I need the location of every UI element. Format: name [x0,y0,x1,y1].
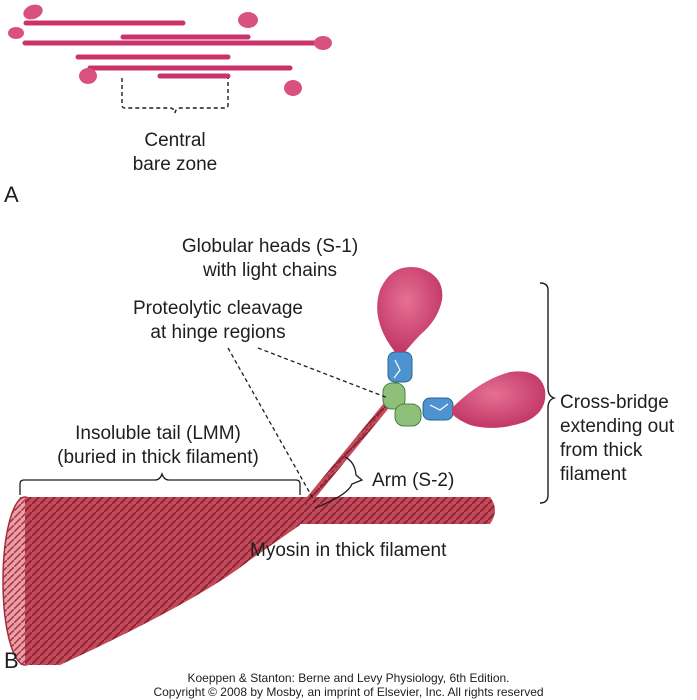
credit-line1: Koeppen & Stanton: Berne and Levy Physio… [187,671,510,685]
proteolytic-line1: Proteolytic cleavage [132,298,304,319]
panel-b-letter: B [4,648,19,673]
thick-filament [2,496,495,666]
panel-a-molecules [22,20,321,79]
proteolytic-label: Proteolytic cleavage at hinge regions [98,297,338,345]
cross-bridge-line3: from thick [560,440,643,461]
bare-zone-label: Central bare zone [115,129,235,177]
cross-bridge-label: Cross-bridge extending out from thick fi… [560,391,674,487]
arm-bracket [314,456,364,509]
bare-zone-bracket [121,78,229,114]
tail-line1: Insoluble tail (LMM) [75,423,241,444]
credit-line2: Copyright © 2008 by Mosby, an imprint of… [153,685,544,699]
panel-a-letter: A [4,182,19,207]
cross-bridge-line1: Cross-bridge [560,392,669,413]
proteolytic-line2: at hinge regions [150,322,286,343]
cleavage-lines [227,347,389,503]
globular-heads-label: Globular heads (S-1) with light chains [150,235,390,283]
tail-line2: (buried in thick filament) [57,447,259,468]
cross-bridge-line2: extending out [560,416,675,437]
panel-a-heads [8,4,332,96]
cross-bridge-bracket [539,282,557,504]
tail-label: Insoluble tail (LMM) (buried in thick fi… [18,422,298,470]
myosin-label: Myosin in thick filament [250,540,447,561]
arm-label: Arm (S-2) [372,470,455,491]
bare-zone-line1: Central [144,130,206,151]
light-chains [382,351,454,427]
cross-bridge-line4: filament [560,464,627,485]
globular-heads-line1: Globular heads (S-1) [181,236,359,257]
tail-bracket [19,471,301,495]
globular-heads [377,266,546,428]
globular-heads-line2: with light chains [202,260,338,281]
bare-zone-line2: bare zone [132,154,218,175]
